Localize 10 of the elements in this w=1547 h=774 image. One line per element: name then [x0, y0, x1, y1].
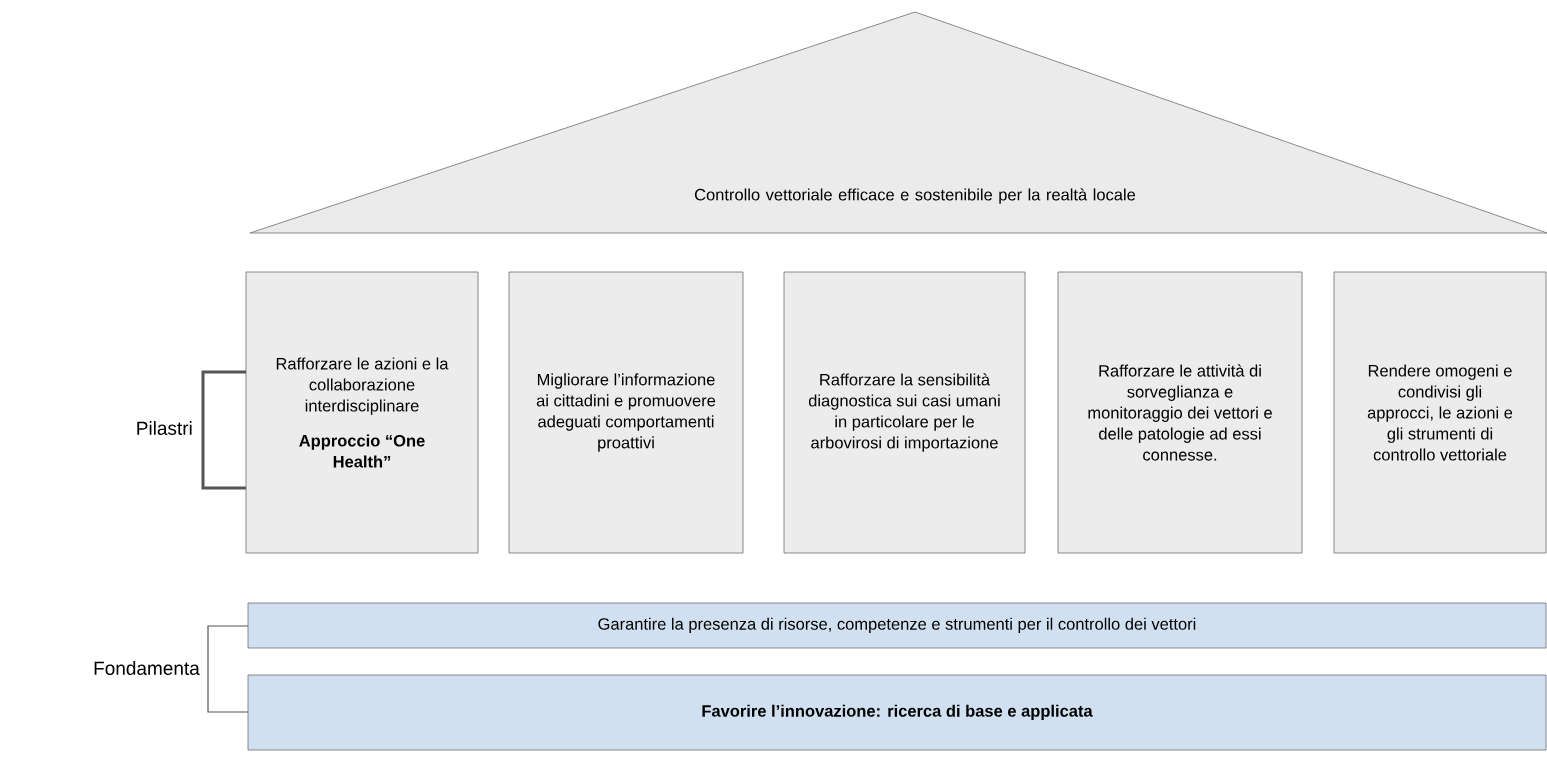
foundation-band: Garantire la presenza di risorse, competenze e strumenti per il controllo dei vettori: [247, 602, 1547, 649]
pillar-box: Rafforzare la sensibilità diagnostica sui casi umani in particolare per le arbovirosi di importazione: [783, 271, 1026, 554]
side-label: Fondamenta: [94, 661, 200, 675]
pillar-box: Rafforzare le attività di sorveglianza e monitoraggio dei vettori e delle patologie ad essi connesse.: [1057, 271, 1303, 554]
roof-triangle: Controllo vettoriale efficace e sostenibile per la realtà locale: [249, 11, 1547, 234]
pillar-box: Rendere omogeni e condivisi gli approcci, le azioni e gli strumenti di controllo vettoriale: [1333, 271, 1547, 554]
foundation-band: Favorire l’innovazione: ricerca di base e applicata: [247, 674, 1547, 751]
side-label: Pilastri: [137, 421, 192, 435]
pillar-box: Migliorare l’informazione ai cittadini e promuovere adeguati comportamenti proattivi: [508, 271, 744, 554]
pillar-box: Rafforzare le azioni e la collaborazione interdisciplinare Approccio “One Health”: [245, 271, 479, 554]
